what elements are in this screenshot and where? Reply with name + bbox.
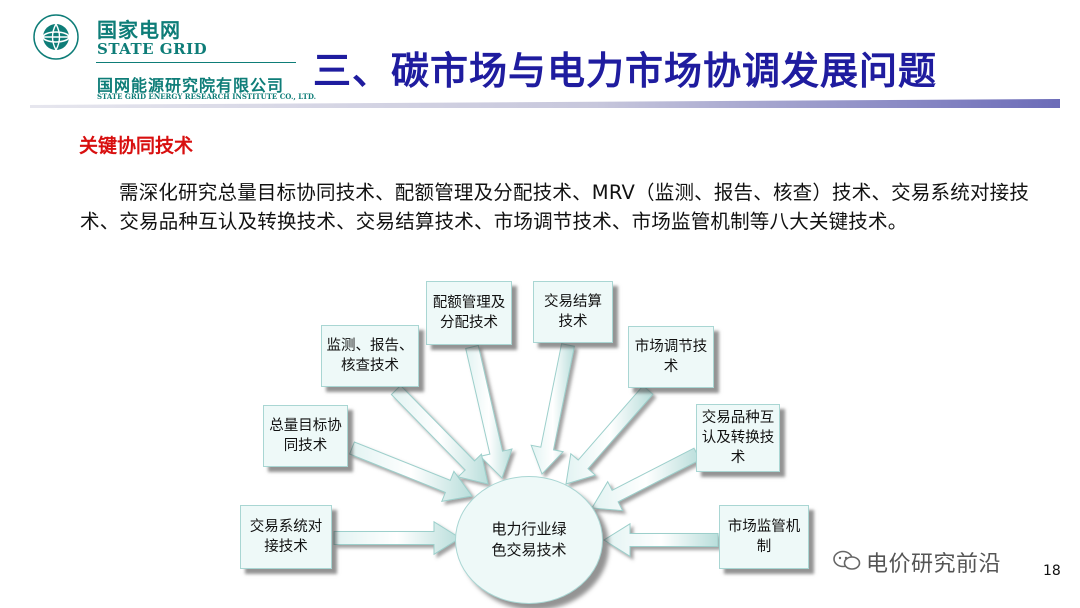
arrow-from-target xyxy=(348,441,473,503)
logo-chinese-name: 国家电网 xyxy=(97,18,181,42)
institute-chinese-name: 国网能源研究院有限公司 xyxy=(97,76,285,95)
node-mutual-recognition: 交易品种互认及转换技术 xyxy=(696,404,780,472)
node-total-target: 总量目标协同技术 xyxy=(263,405,348,467)
state-grid-logo-icon xyxy=(33,14,79,60)
arrow-from-supervision xyxy=(603,522,719,558)
institute-english-name: STATE GRID ENERGY RESEARCH INSTITUTE CO.… xyxy=(97,92,317,101)
node-system-connection: 交易系统对接技术 xyxy=(240,505,332,569)
arrow-from-system xyxy=(333,520,461,556)
body-paragraph: 需深化研究总量目标协同技术、配额管理及分配技术、MRV（监测、报告、核查）技术、… xyxy=(80,181,1030,233)
node-market-regulation: 市场调节技术 xyxy=(628,326,714,388)
logo-english-name: STATE GRID xyxy=(97,40,208,58)
node-trade-settlement: 交易结算技术 xyxy=(533,281,613,343)
slide-title: 三、碳市场与电力市场协调发展问题 xyxy=(313,49,938,93)
watermark-text: 电价研究前沿 xyxy=(866,552,1002,577)
arrow-from-mrv xyxy=(390,384,489,485)
page-number: 18 xyxy=(1043,563,1061,579)
node-quota-allocation: 配额管理及分配技术 xyxy=(426,281,512,345)
arrow-from-regulation xyxy=(565,384,654,485)
logo-divider xyxy=(96,62,296,63)
arrow-from-mutual xyxy=(591,447,701,512)
title-underline-bar xyxy=(30,99,1060,108)
arrow-from-settlement xyxy=(530,343,575,475)
node-market-supervision: 市场监管机制 xyxy=(719,505,809,569)
center-green-trading-node: 电力行业绿色交易技术 xyxy=(455,476,603,604)
wechat-icon xyxy=(833,550,861,570)
node-mrv: 监测、报告、核查技术 xyxy=(321,325,419,387)
section-heading: 关键协同技术 xyxy=(79,135,194,157)
arrow-from-quota xyxy=(465,344,513,479)
